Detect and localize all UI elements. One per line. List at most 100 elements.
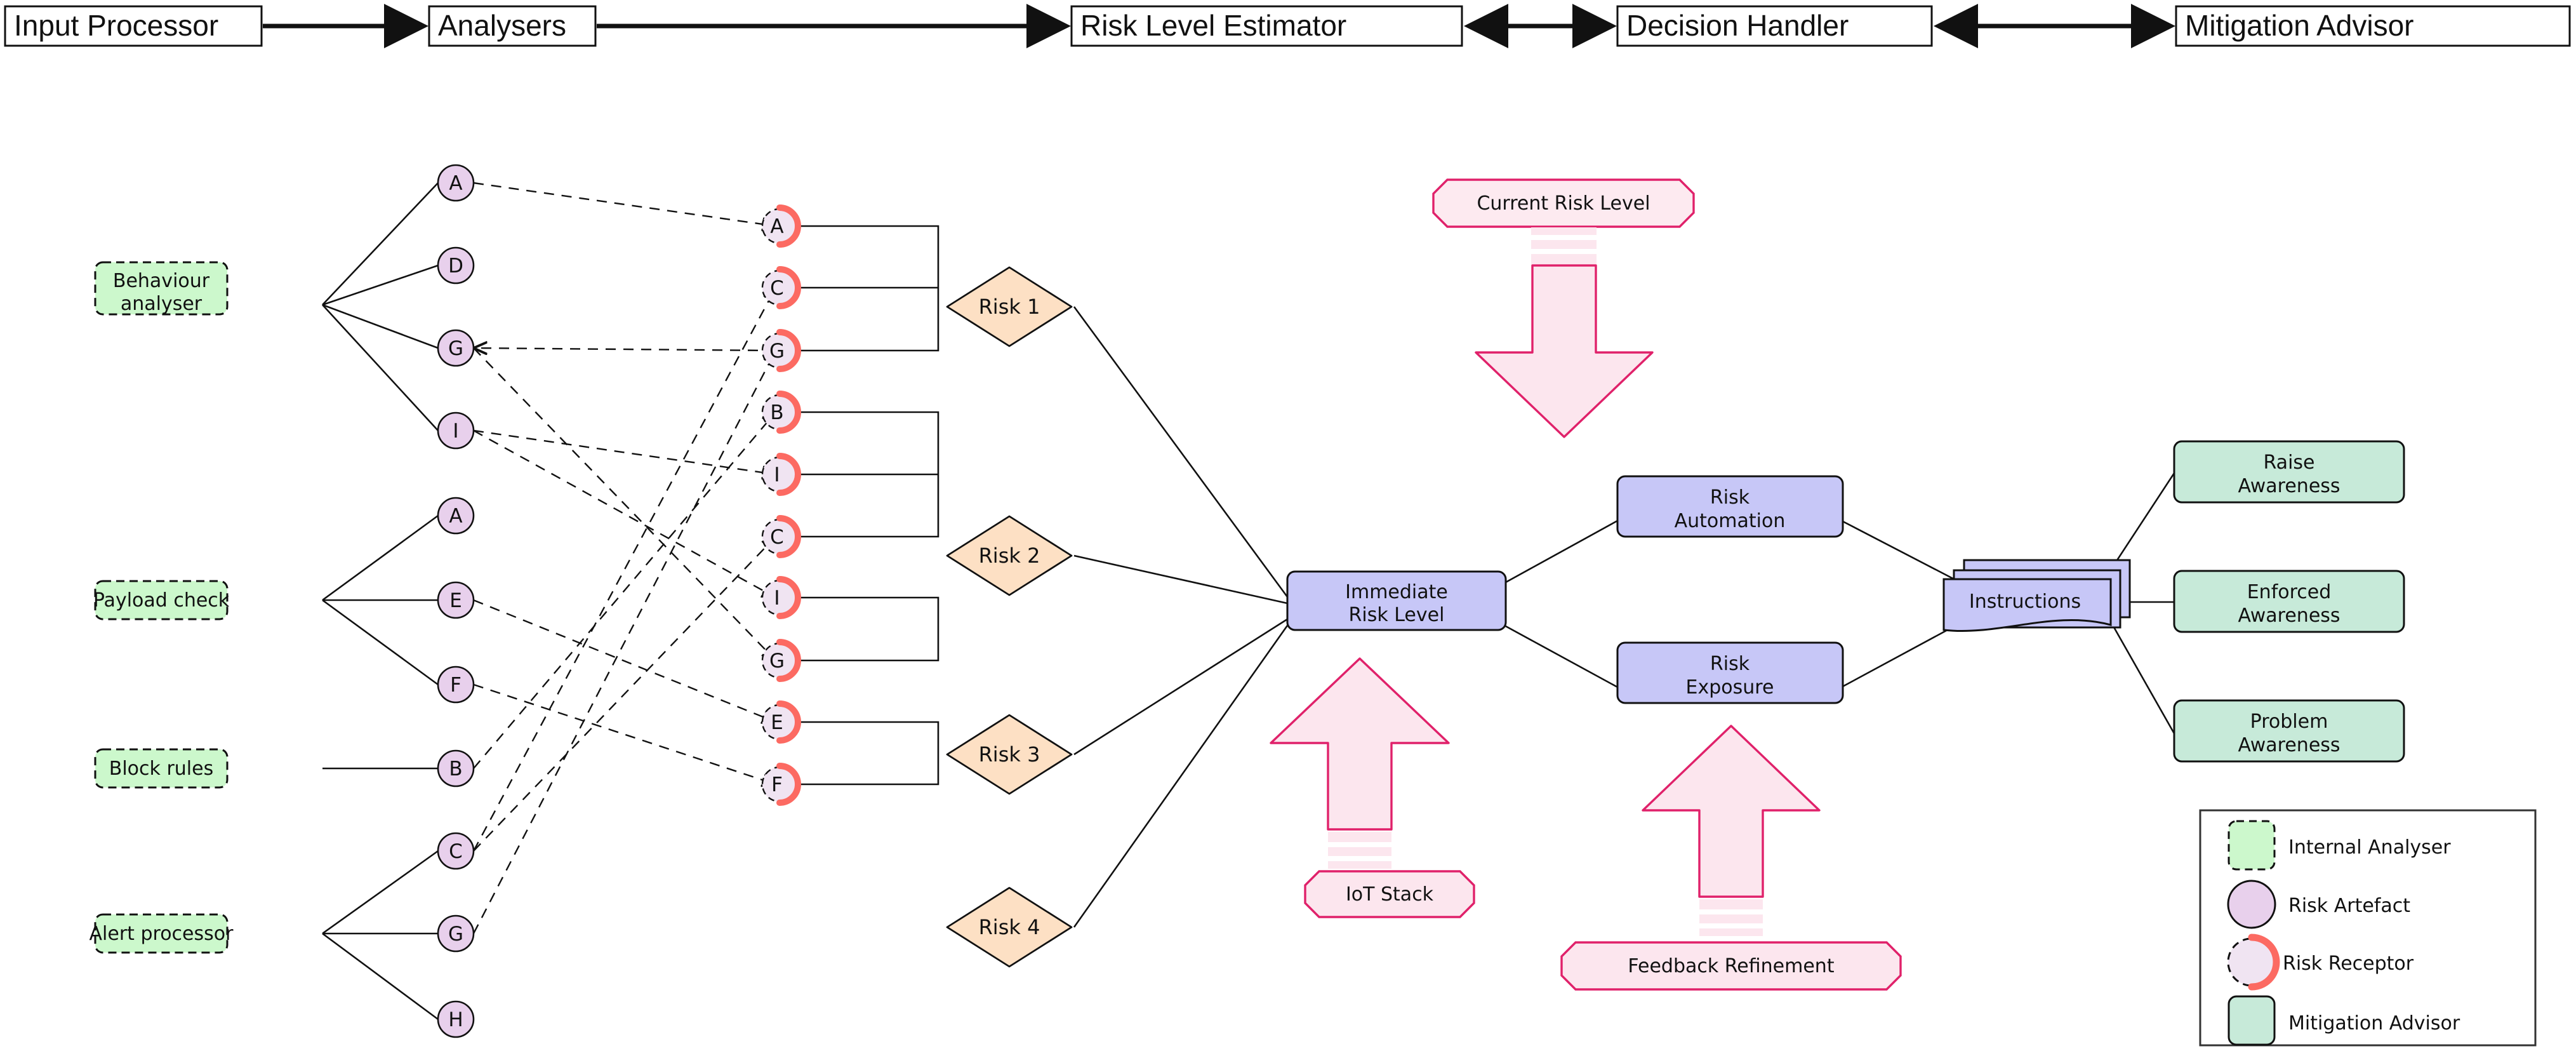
analyser-payload-check[interactable]: Payload check bbox=[93, 580, 230, 620]
risk-artefact-a1[interactable]: A bbox=[437, 164, 475, 202]
risk-artefact-e[interactable]: E bbox=[437, 581, 475, 619]
risk-node-risk-4[interactable]: Risk 4 bbox=[946, 887, 1073, 968]
flow-dash bbox=[1699, 914, 1763, 923]
risk-artefact-a2[interactable]: A bbox=[437, 497, 475, 535]
pipeline-stage-analysers[interactable]: Analysers bbox=[428, 5, 597, 47]
receptor-label: G bbox=[769, 650, 785, 673]
risk-receptor-c2[interactable]: C bbox=[761, 515, 801, 558]
risk-artefact-c[interactable]: C bbox=[437, 832, 475, 870]
risk-label: Risk 4 bbox=[979, 915, 1040, 939]
risk-receptor-g1[interactable]: G bbox=[761, 329, 801, 372]
pipeline-stage-risk-level-estimator[interactable]: Risk Level Estimator bbox=[1070, 5, 1463, 47]
dashed-green-rect-icon bbox=[2227, 820, 2276, 871]
analyser-behaviour-analyser[interactable]: Behaviour analyser bbox=[94, 261, 229, 316]
risk-automation-line1: Risk bbox=[1710, 486, 1750, 509]
instructions-node[interactable]: Instructions bbox=[1942, 559, 2131, 633]
feedback-refinement-flow: Feedback Refinement bbox=[1560, 725, 1902, 991]
risk-label: Risk 1 bbox=[979, 295, 1040, 319]
risk-receptor-i1[interactable]: I bbox=[761, 453, 801, 496]
artefact-label: B bbox=[449, 758, 462, 780]
pipeline-stage-decision-handler[interactable]: Decision Handler bbox=[1616, 5, 1933, 47]
artefact-label: F bbox=[450, 674, 461, 697]
risk-artefact-d[interactable]: D bbox=[437, 246, 475, 285]
iot-stack-label: IoT Stack bbox=[1346, 883, 1434, 906]
risk-receptor-e[interactable]: E bbox=[761, 700, 801, 744]
feedback-refinement-up-arrow bbox=[1642, 725, 1821, 898]
analyser-alert-processor[interactable]: Alert processor bbox=[90, 913, 234, 954]
flow-dash bbox=[1328, 861, 1391, 869]
risk-exposure-node[interactable]: Risk Exposure bbox=[1616, 641, 1844, 704]
risk-receptor-g2[interactable]: G bbox=[761, 639, 801, 682]
risk-exposure-line2: Exposure bbox=[1686, 676, 1774, 699]
analyser-label: Payload check bbox=[93, 589, 230, 612]
mitigation-label-line1: Raise bbox=[2264, 452, 2315, 474]
mitigation-raise-awareness[interactable]: Raise Awareness bbox=[2173, 440, 2405, 504]
current-risk-level-flow: Current Risk Level bbox=[1432, 178, 1695, 438]
risk-node-risk-3[interactable]: Risk 3 bbox=[946, 714, 1073, 795]
receptor-label: C bbox=[770, 277, 784, 300]
current-risk-level-label: Current Risk Level bbox=[1477, 192, 1650, 215]
flow-dash bbox=[1531, 227, 1597, 235]
analyser-label-line2: analyser bbox=[121, 293, 202, 315]
risk-automation-node[interactable]: Risk Automation bbox=[1616, 475, 1844, 538]
risk-to-immediate-links bbox=[1073, 306, 1289, 928]
risk-receptor-f[interactable]: F bbox=[761, 763, 801, 806]
mitigation-enforced-awareness[interactable]: Enforced Awareness bbox=[2173, 570, 2405, 633]
risk-automation-line2: Automation bbox=[1675, 510, 1786, 532]
mitigation-label-line2: Awareness bbox=[2238, 475, 2340, 497]
analyser-nodes: Behaviour analyser Payload check Block r… bbox=[90, 261, 234, 954]
flow-dash bbox=[1531, 240, 1597, 249]
analyser-block-rules[interactable]: Block rules bbox=[94, 748, 229, 789]
legend-label: Risk Receptor bbox=[2283, 953, 2414, 975]
teal-rect-icon bbox=[2227, 995, 2276, 1046]
pipeline-bar: Input Processor Analysers Risk Level Est… bbox=[4, 4, 2571, 48]
current-risk-level-tag[interactable]: Current Risk Level bbox=[1432, 178, 1695, 228]
receptor-arc-icon bbox=[2248, 934, 2280, 991]
legend-item-risk-receptor: Risk Receptor bbox=[2227, 934, 2414, 991]
risk-artefact-b[interactable]: B bbox=[437, 749, 475, 787]
risk-artefact-i[interactable]: I bbox=[437, 412, 475, 450]
receptor-label: A bbox=[770, 215, 783, 238]
risk-artefact-g1[interactable]: G bbox=[437, 329, 475, 367]
risk-node-risk-1[interactable]: Risk 1 bbox=[946, 266, 1073, 347]
artefact-label: A bbox=[449, 505, 462, 528]
pipeline-stage-label: Risk Level Estimator bbox=[1080, 9, 1346, 42]
risk-artefact-h[interactable]: H bbox=[437, 1000, 475, 1038]
risk-artefact-f[interactable]: F bbox=[437, 666, 475, 704]
flow-dash bbox=[1328, 832, 1391, 842]
artefact-label: G bbox=[448, 923, 463, 946]
receptor-label: F bbox=[771, 773, 783, 796]
pipeline-stage-label: Analysers bbox=[438, 9, 566, 42]
immediate-risk-level-node[interactable]: Immediate Risk Level bbox=[1286, 570, 1507, 631]
feedback-refinement-tag[interactable]: Feedback Refinement bbox=[1560, 941, 1902, 991]
receptor-label: G bbox=[769, 340, 785, 363]
pipeline-stage-input-processor[interactable]: Input Processor bbox=[4, 5, 263, 47]
risk-artefact-g2[interactable]: G bbox=[437, 914, 475, 953]
risk-receptor-i2[interactable]: I bbox=[761, 576, 801, 619]
risk-receptor-c1[interactable]: C bbox=[761, 266, 801, 309]
risk-artefact-nodes: A D G I A E F B bbox=[437, 164, 475, 1038]
flow-dash bbox=[1699, 928, 1763, 936]
risk-label: Risk 3 bbox=[979, 742, 1040, 767]
legend-label: Mitigation Advisor bbox=[2288, 1012, 2460, 1035]
current-risk-level-down-arrow bbox=[1475, 264, 1654, 438]
receptor-label: E bbox=[771, 711, 783, 734]
artefact-label: H bbox=[448, 1008, 463, 1031]
pipeline-stage-mitigation-advisor[interactable]: Mitigation Advisor bbox=[2175, 5, 2571, 47]
artefact-label: E bbox=[449, 589, 462, 612]
risk-receptor-a[interactable]: A bbox=[761, 204, 801, 248]
iot-stack-tag[interactable]: IoT Stack bbox=[1304, 870, 1475, 918]
risk-label: Risk 2 bbox=[979, 544, 1040, 568]
receptor-label: I bbox=[774, 587, 780, 610]
mitigation-problem-awareness[interactable]: Problem Awareness bbox=[2173, 699, 2405, 763]
risk-node-risk-2[interactable]: Risk 2 bbox=[946, 515, 1073, 596]
iot-stack-flow: IoT Stack bbox=[1270, 657, 1475, 918]
artefact-receptor-links bbox=[474, 182, 776, 934]
mitigation-label-line2: Awareness bbox=[2238, 734, 2340, 756]
receptor-label: B bbox=[770, 401, 783, 424]
instructions-label: Instructions bbox=[1969, 591, 2081, 613]
risk-receptor-b[interactable]: B bbox=[761, 391, 801, 434]
legend-item-mitigation-advisor: Mitigation Advisor bbox=[2227, 995, 2460, 1046]
analyser-label: Alert processor bbox=[90, 923, 234, 945]
artefact-label: A bbox=[449, 172, 462, 195]
